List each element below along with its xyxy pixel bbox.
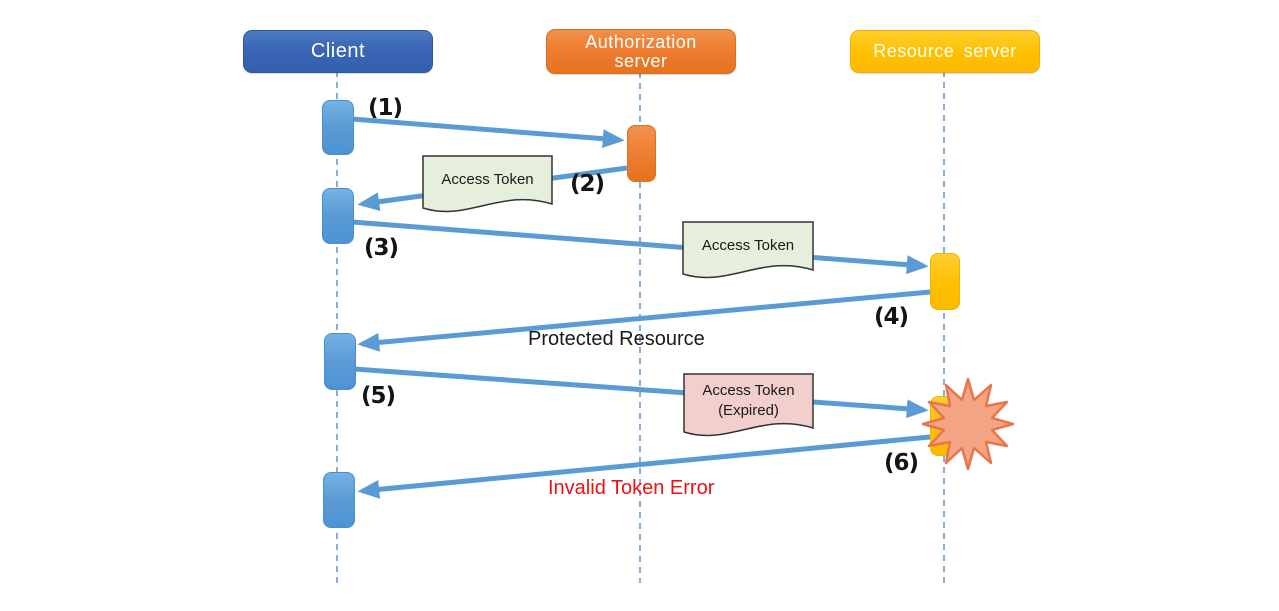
note-access-token-2-text: Access Token [701,236,795,254]
step-label-4: (4) [874,304,909,330]
actor-client-header: Client [243,30,433,73]
arrow-5-expired-token [353,366,929,419]
actor-client-label: Client [310,40,366,62]
client-activation-2 [322,188,354,244]
note-access-token-expired-line2: (Expired) [718,402,779,419]
step-label-3: (3) [364,235,399,261]
client-activation-4 [323,472,355,528]
client-activation-3 [324,333,356,390]
step-label-1: (1) [368,95,403,121]
note-access-token-expired-line1: Access Token [702,381,795,399]
note-access-token-1-text: Access Token [441,170,534,188]
note-access-token-1: Access Token [423,156,552,204]
message-invalid-token-error: Invalid Token Error [548,477,715,499]
resource-server-activation-2 [930,396,960,456]
client-activation-1 [322,100,354,155]
note-access-token-2: Access Token [683,222,813,270]
note-access-token-expired: Access Token (Expired) [684,374,813,428]
actor-authorization-server-label: Authorization server [585,31,697,71]
step-label-2: (2) [570,171,605,197]
step-label-5: (5) [361,383,396,409]
message-protected-resource: Protected Resource [528,328,705,350]
actor-resource-server-header: Resource server [850,30,1040,73]
actor-authorization-server-header: Authorization server [546,29,736,74]
resource-server-activation-1 [930,253,960,310]
arrow-3-access-token [351,219,929,275]
step-label-6: (6) [884,450,919,476]
arrow-1-auth-request [351,116,625,149]
actor-resource-server-label: Resource server [873,41,1017,62]
auth-server-activation-1 [627,125,656,182]
